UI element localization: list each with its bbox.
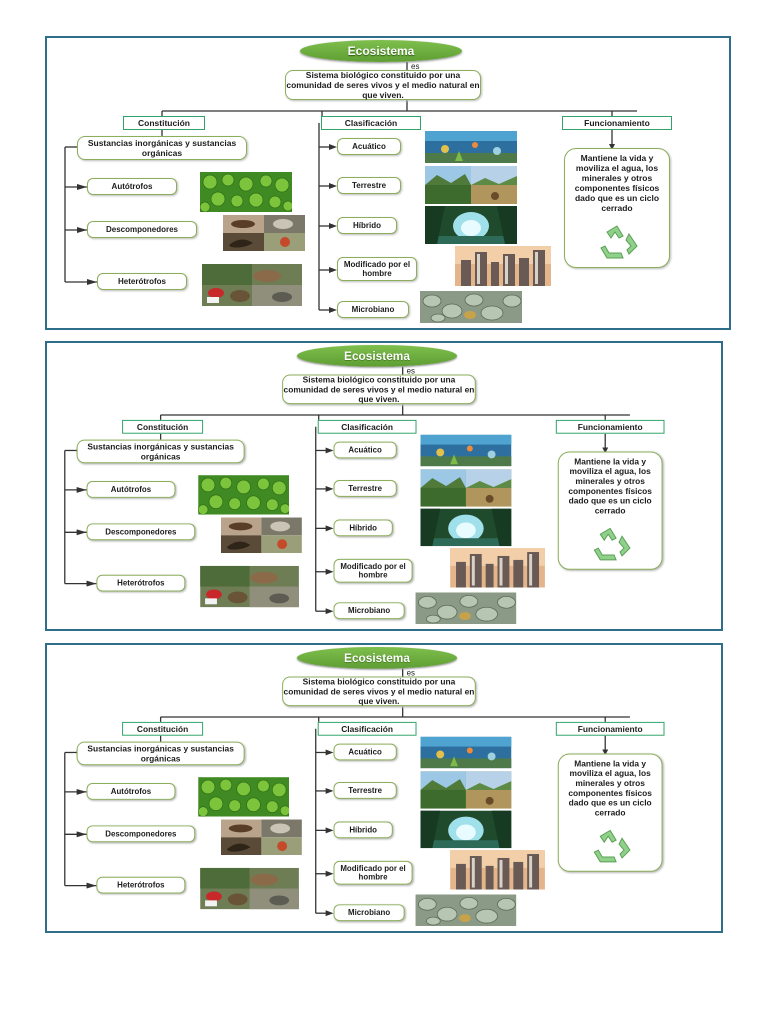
urbano-photo-icon [455, 246, 551, 286]
definition-box: Sistema biológico constituido por una co… [282, 676, 476, 707]
heterotrofos-node: Heterótrofos [96, 876, 186, 894]
descomponedores-node: Descomponedores [86, 825, 196, 843]
funcionamiento-box: Mantiene la vida y moviliza el agua, los… [557, 753, 663, 872]
heading-constitucion: Constitución [122, 419, 204, 434]
acuatico-node: Acuático [333, 441, 397, 459]
autotrofos-photo-icon [200, 172, 292, 212]
urbano-photo-icon [450, 548, 545, 588]
descomponedores-node: Descomponedores [86, 523, 196, 541]
acuatico-photo-icon [420, 736, 512, 769]
connector-lines [64, 62, 637, 313]
terrestre-photo-icon [420, 469, 512, 507]
hibrido-node: Híbrido [337, 217, 397, 234]
microbiano-photo-icon [420, 291, 522, 323]
heading-funcionamiento: Funcionamiento [562, 116, 672, 130]
acuatico-node: Acuático [337, 138, 401, 155]
microbiano-photo-icon [415, 592, 517, 625]
modificado-node: Modificado por el hombre [333, 558, 413, 583]
heterotrofos-photo-icon [200, 867, 299, 910]
terrestre-photo-icon [425, 166, 517, 204]
funcionamiento-text: Mantiene la vida y moviliza el agua, los… [574, 153, 660, 213]
concept-map-panel-1: Ecosistema es Sistema biológico constitu… [45, 36, 731, 330]
hibrido-photo-icon [420, 810, 512, 849]
definition-box: Sistema biológico constituido por una co… [285, 70, 481, 100]
diagram-title: Ecosistema [296, 646, 458, 669]
heterotrofos-node: Heterótrofos [96, 574, 186, 592]
funcionamiento-text: Mantiene la vida y moviliza el agua, los… [568, 456, 652, 516]
concept-map-panel-3: Ecosistema es Sistema biológico constitu… [45, 643, 723, 933]
descomponedores-node: Descomponedores [87, 221, 197, 238]
hibrido-node: Híbrido [333, 519, 393, 537]
descomponedores-photo-icon [220, 517, 302, 554]
heading-constitucion: Constitución [123, 116, 205, 130]
heading-clasificacion: Clasificación [317, 419, 417, 434]
descomponedores-photo-icon [220, 819, 302, 856]
funcionamiento-box: Mantiene la vida y moviliza el agua, los… [564, 148, 670, 268]
diagram-title: Ecosistema [296, 344, 458, 367]
funcionamiento-text: Mantiene la vida y moviliza el agua, los… [568, 758, 652, 818]
recycle-icon [600, 225, 638, 259]
connector-lines [64, 668, 630, 917]
heading-constitucion: Constitución [122, 721, 204, 736]
heading-funcionamiento: Funcionamiento [555, 419, 665, 434]
sustancias-node: Sustancias inorgánicas y sustancias orgá… [76, 741, 245, 766]
hibrido-photo-icon [425, 206, 517, 244]
connector-label: es [406, 366, 415, 376]
microbiano-node: Microbiano [337, 301, 409, 318]
heterotrofos-photo-icon [200, 565, 299, 608]
acuatico-photo-icon [425, 131, 517, 163]
urbano-photo-icon [450, 850, 545, 890]
autotrofos-node: Autótrofos [86, 481, 176, 498]
panel-content: Ecosistema es Sistema biológico constitu… [47, 38, 733, 332]
sustancias-node: Sustancias inorgánicas y sustancias orgá… [77, 136, 247, 160]
heading-funcionamiento: Funcionamiento [555, 721, 665, 736]
concept-map-panel-2: Ecosistema es Sistema biológico constitu… [45, 341, 723, 631]
autotrofos-photo-icon [198, 777, 290, 817]
hibrido-photo-icon [420, 508, 512, 547]
terrestre-node: Terrestre [337, 177, 401, 194]
terrestre-photo-icon [420, 771, 512, 809]
diagram-title: Ecosistema [300, 40, 462, 62]
recycle-icon [593, 527, 631, 561]
heterotrofos-photo-icon [202, 264, 302, 306]
autotrofos-photo-icon [198, 475, 290, 515]
hibrido-node: Híbrido [333, 821, 393, 839]
microbiano-photo-icon [415, 894, 517, 927]
autotrofos-node: Autótrofos [86, 783, 176, 800]
sustancias-node: Sustancias inorgánicas y sustancias orgá… [76, 439, 245, 464]
panel-content: Ecosistema es Sistema biológico constitu… [47, 343, 725, 633]
microbiano-node: Microbiano [333, 602, 405, 620]
modificado-node: Modificado por el hombre [337, 257, 417, 281]
heading-clasificacion: Clasificación [317, 721, 417, 736]
heterotrofos-node: Heterótrofos [97, 273, 187, 290]
panel-content: Ecosistema es Sistema biológico constitu… [47, 645, 725, 935]
funcionamiento-box: Mantiene la vida y moviliza el agua, los… [557, 451, 663, 570]
acuatico-node: Acuático [333, 743, 397, 761]
microbiano-node: Microbiano [333, 904, 405, 922]
modificado-node: Modificado por el hombre [333, 860, 413, 885]
acuatico-photo-icon [420, 434, 512, 467]
autotrofos-node: Autótrofos [87, 178, 177, 195]
definition-box: Sistema biológico constituido por una co… [282, 374, 476, 405]
recycle-icon [593, 829, 631, 863]
descomponedores-photo-icon [223, 215, 305, 251]
connector-label: es [406, 668, 415, 678]
connector-label: es [411, 62, 420, 71]
heading-clasificacion: Clasificación [321, 116, 421, 130]
terrestre-node: Terrestre [333, 782, 397, 799]
terrestre-node: Terrestre [333, 480, 397, 497]
